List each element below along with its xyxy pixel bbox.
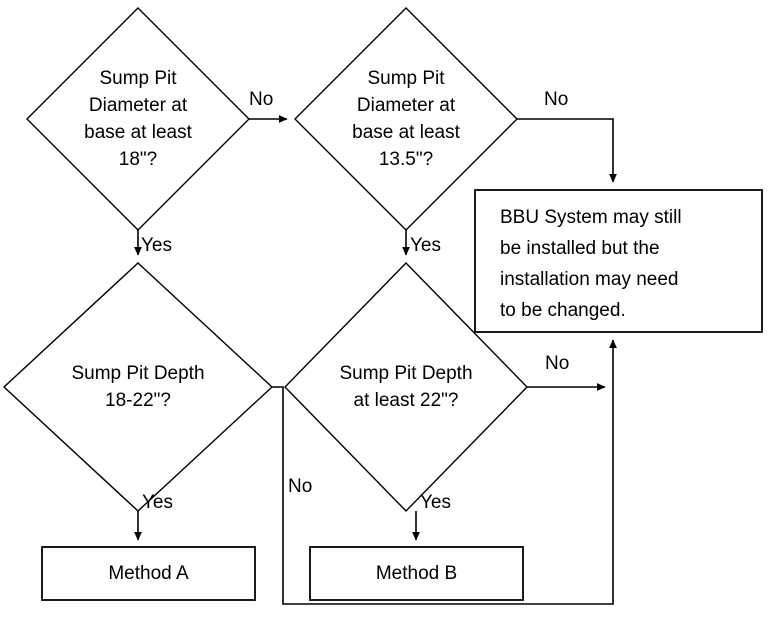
edge-label-diameter18-no: No (249, 89, 274, 110)
result-box-method-a[interactable] (41, 546, 256, 601)
edge-label-depth1822-no: No (288, 476, 313, 497)
edge-label-depth22-yes: Yes (420, 492, 451, 513)
note-box-bbu[interactable] (474, 189, 763, 333)
decision-diamond-diameter-18[interactable] (26, 7, 250, 231)
edge-label-depth1822-yes: Yes (142, 492, 173, 513)
decision-diamond-depth-18-22[interactable] (2, 262, 274, 512)
edge-label-diameter135-no: No (544, 89, 569, 110)
edge-label-diameter18-yes: Yes (141, 235, 172, 256)
edge-depth1822-no-to-bbu (272, 339, 617, 605)
result-box-method-b[interactable] (309, 546, 524, 601)
edge-diameter135-no-to-bbu (517, 118, 617, 183)
edge-label-diameter135-yes: Yes (410, 235, 441, 256)
edge-label-depth22-no: No (545, 353, 570, 374)
decision-diamond-depth-22[interactable] (284, 261, 528, 513)
